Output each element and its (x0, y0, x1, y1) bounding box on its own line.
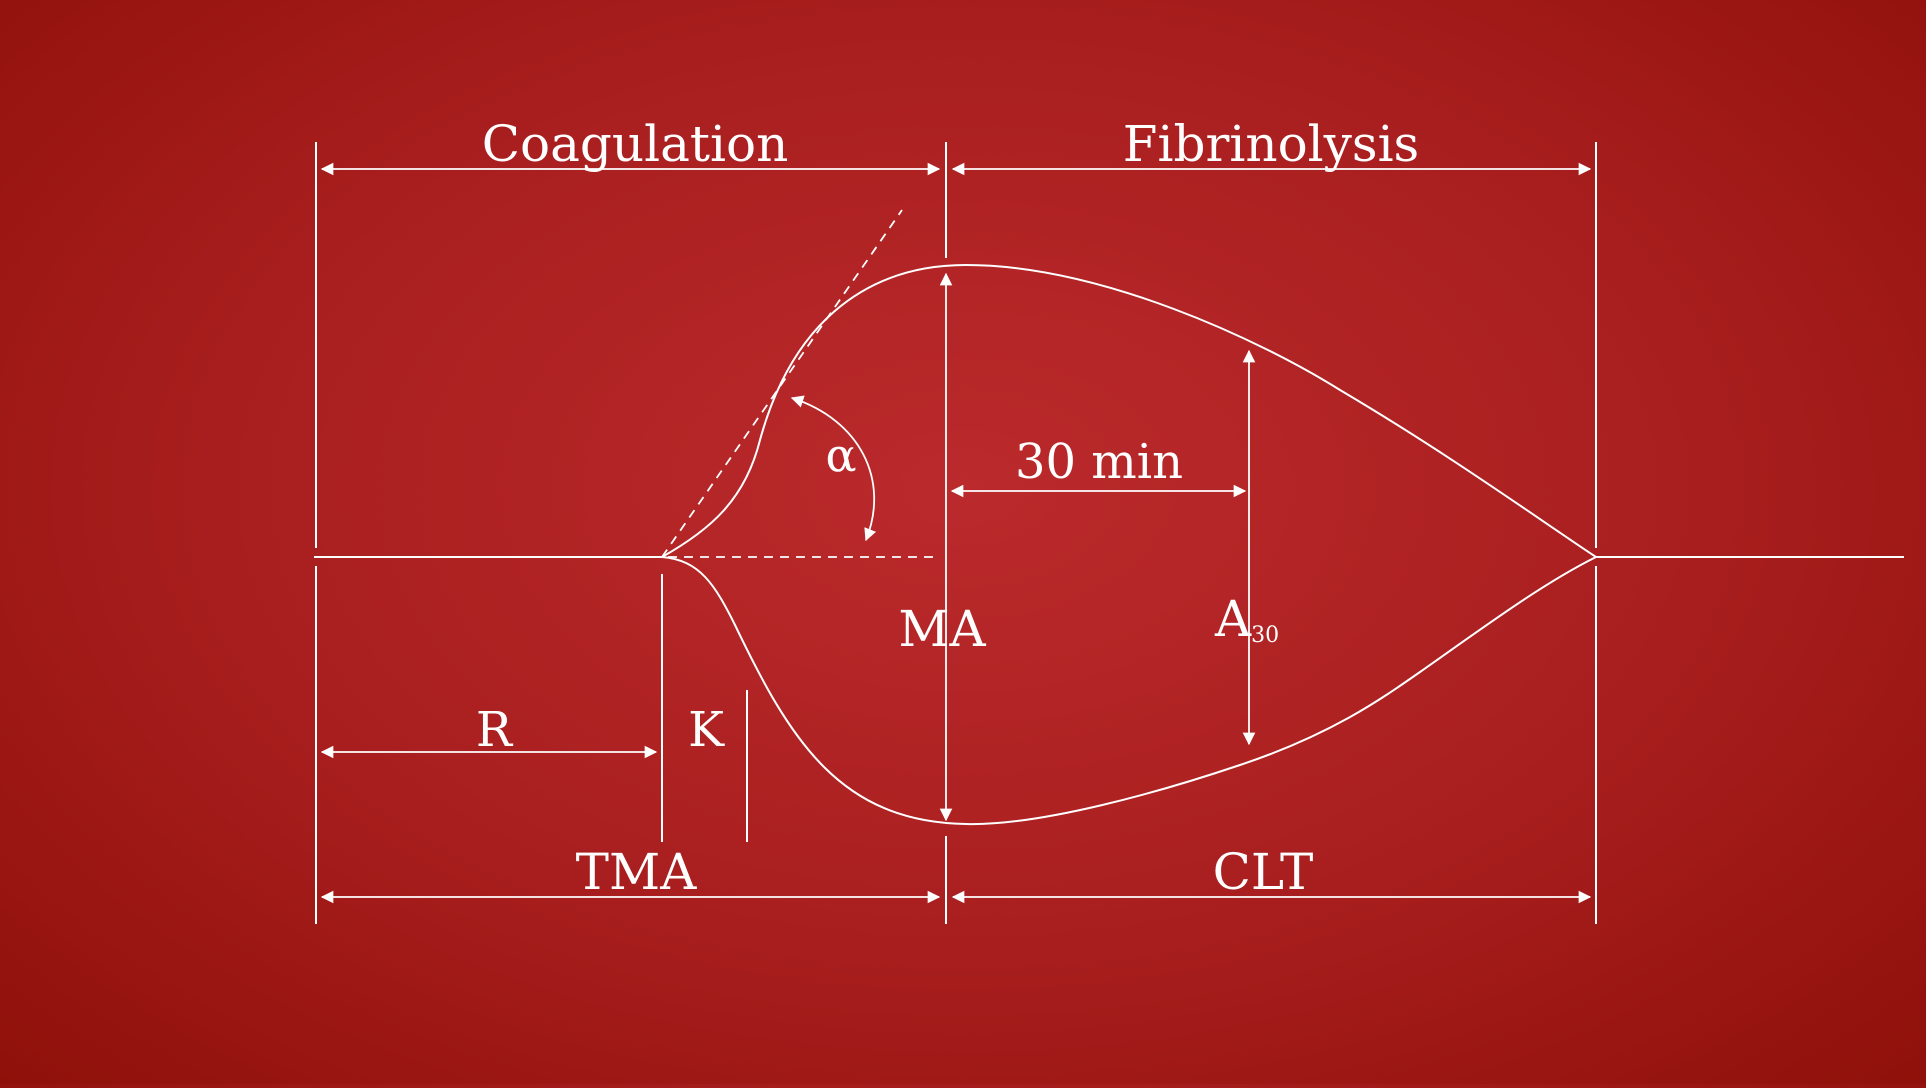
tracing-upper-curve (661, 263, 1597, 558)
a30-main-text: A (1214, 590, 1252, 648)
tma-label: TMA (576, 843, 698, 901)
clt-label: CLT (1213, 843, 1314, 901)
thirty-min-label: 30 min (1015, 434, 1183, 490)
tracing-lower-curve (661, 556, 1597, 826)
r-label: R (476, 702, 514, 758)
alpha-label: α (825, 428, 856, 482)
a30-subscript: 30 (1251, 623, 1279, 648)
ma-label: MA (898, 600, 986, 658)
fibrinolysis-label: Fibrinolysis (1123, 115, 1419, 173)
alpha-tangent-dashed (661, 209, 903, 558)
coagulation-label: Coagulation (482, 115, 789, 173)
a30-label: A30 (1214, 590, 1279, 648)
k-label: K (688, 702, 725, 758)
alpha-arc-arrow (790, 395, 877, 542)
